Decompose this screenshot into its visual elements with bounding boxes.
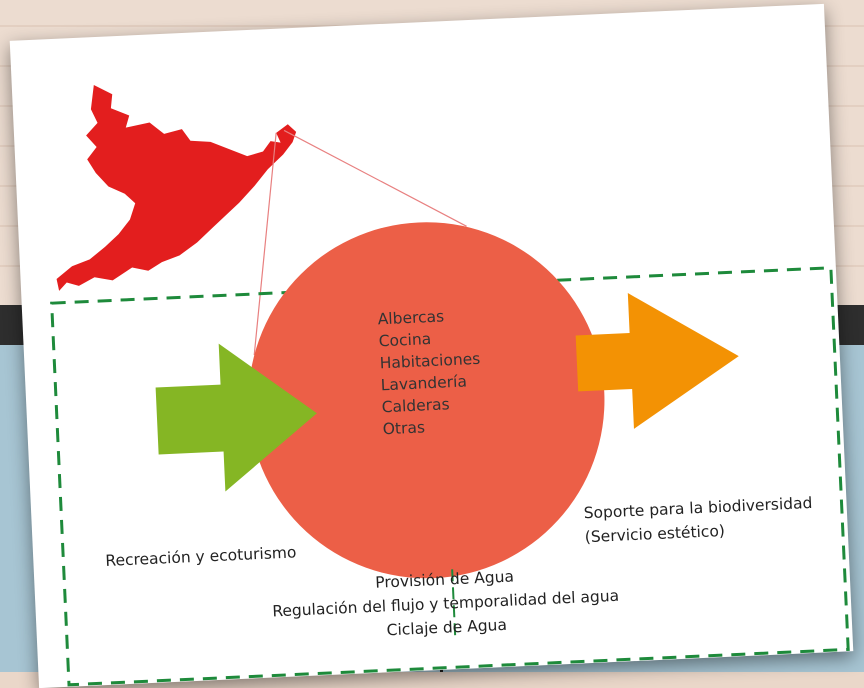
input-arrow — [155, 343, 317, 492]
water-use-item: Lavandería — [380, 372, 468, 395]
output-arrow — [575, 293, 739, 429]
zoom-line-right — [283, 129, 467, 227]
water-use-circle — [248, 222, 605, 579]
map-region-shape — [56, 85, 297, 291]
diagram-slide: Albercas Cocina Habitaciones Lavandería … — [9, 3, 854, 688]
diagram-artwork — [50, 85, 850, 687]
water-uses-list: Albercas Cocina Habitaciones Lavandería … — [377, 304, 484, 440]
system-boundary — [50, 266, 850, 687]
center-divider-line — [451, 569, 457, 642]
water-use-item: Otras — [382, 418, 426, 439]
zoom-line-left — [253, 132, 277, 356]
